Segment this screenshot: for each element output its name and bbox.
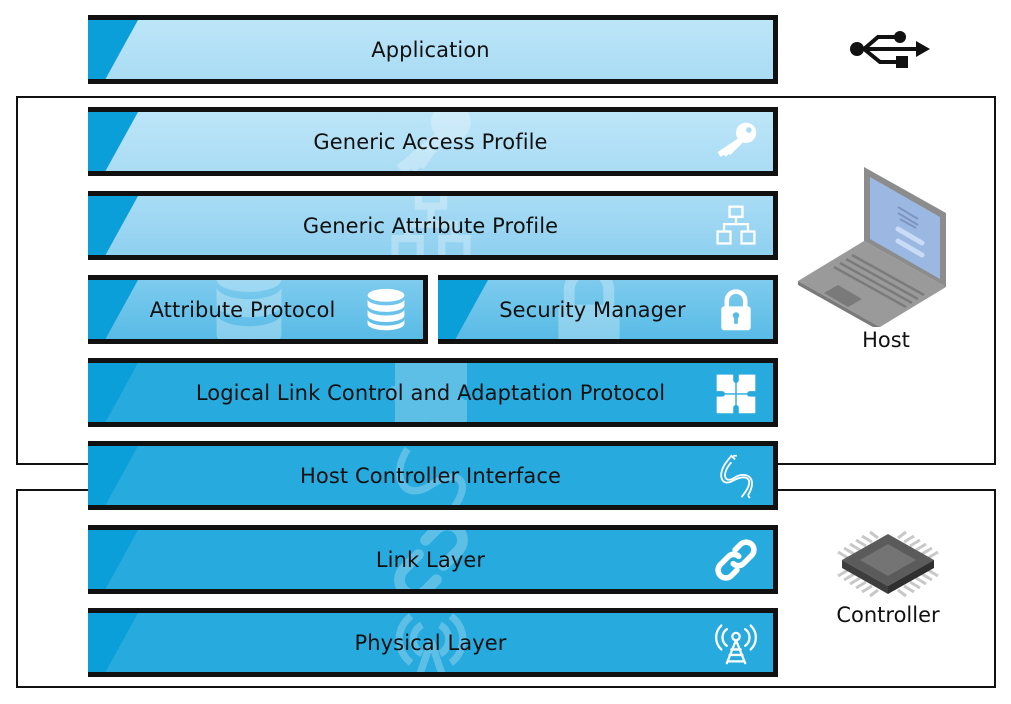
layer-label: Application	[371, 37, 490, 62]
layer-label: Physical Layer	[354, 630, 507, 655]
microchip-icon	[837, 530, 939, 598]
layer-link-layer: Link Layer	[88, 525, 778, 594]
layer-attribute-protocol: Attribute Protocol	[88, 275, 428, 344]
usb-cable-watermark-icon	[395, 446, 466, 505]
usb-cable-icon	[720, 453, 753, 499]
database-watermark-icon	[216, 280, 282, 339]
puzzle-watermark-icon	[387, 363, 467, 422]
layer-host-controller-interface: Host Controller Interface	[88, 441, 778, 510]
layer-generic-attribute-profile: Generic Attribute Profile	[88, 191, 778, 260]
layer-generic-access-profile: Generic Access Profile	[88, 107, 778, 176]
layer-application: Application	[88, 15, 778, 84]
host-label: Host	[862, 328, 910, 352]
key-watermark-icon	[396, 112, 471, 171]
antenna-watermark-icon	[395, 613, 466, 672]
layer-label: Host Controller Interface	[300, 463, 561, 488]
layer-label: Generic Access Profile	[313, 129, 548, 154]
database-icon	[367, 288, 405, 330]
puzzle-icon	[716, 374, 756, 413]
layer-label: Generic Attribute Profile	[302, 213, 559, 238]
antenna-tower-icon	[715, 623, 757, 664]
network-hierarchy-icon	[716, 205, 756, 245]
layer-label: Security Manager	[499, 297, 686, 322]
layer-label: Attribute Protocol	[149, 297, 336, 322]
layer-label: Logical Link Control and Adaptation Prot…	[195, 380, 666, 405]
lock-watermark-icon	[558, 280, 620, 339]
laptop-icon	[798, 167, 946, 327]
link-watermark-icon	[393, 530, 468, 589]
layer-security-manager: Security Manager	[438, 275, 778, 344]
controller-label: Controller	[836, 603, 940, 627]
link-icon	[715, 538, 757, 581]
key-icon	[717, 122, 757, 157]
layer-label: Link Layer	[375, 547, 486, 572]
usb-icon	[850, 31, 930, 68]
lock-icon	[721, 288, 751, 330]
layer-logical-link-control-and-adaptation-protocol: Logical Link Control and Adaptation Prot…	[88, 358, 778, 427]
network-watermark-icon	[390, 196, 471, 255]
layer-physical-layer: Physical Layer	[88, 608, 778, 677]
